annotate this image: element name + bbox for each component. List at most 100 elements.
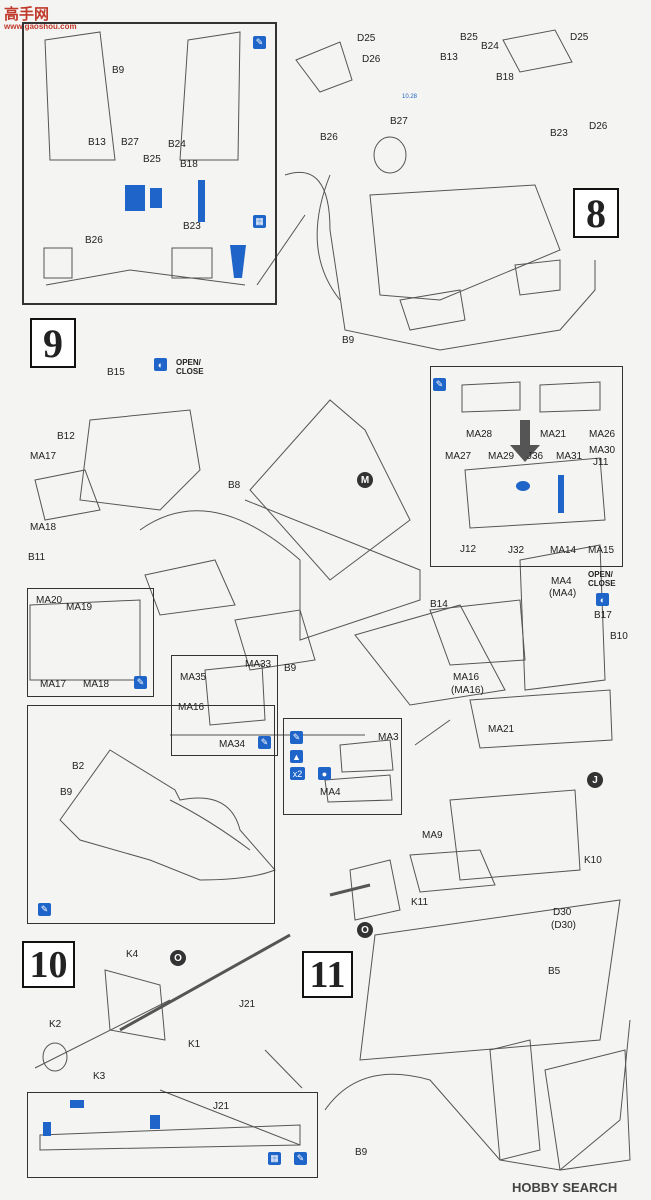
part-label: MA3 [378,732,399,743]
step-number-10: 10 [22,941,75,988]
step10-detail-panel [27,1092,318,1178]
part-label: J32 [508,545,525,556]
marker-o-icon: O [357,922,373,938]
part-label: B26 [320,132,338,143]
paint-brush-icon: ✎ [294,1152,307,1165]
part-label: D26 [589,121,608,132]
decal-icon: ▦ [268,1152,281,1165]
part-label: B10 [610,631,628,642]
part-label: MA17 [40,679,67,690]
part-label: MA20 [36,595,63,606]
part-label: D25 [570,32,589,43]
part-label: MA21 [540,429,567,440]
part-label: B23 [550,128,568,139]
paint-brush-icon: ✎ [253,36,266,49]
part-label: B9 [342,335,355,346]
paint-brush-icon: ✎ [134,676,147,689]
dimension-note: 10.28 [402,94,418,100]
part-label: MA21 [488,724,515,735]
quantity-badge: x2 [290,767,305,780]
step-number-11: 11 [302,951,353,998]
part-label: B5 [548,966,561,977]
paint-brush-icon: ✎ [38,903,51,916]
open-close-icon: ◐ [596,593,609,606]
part-label: B15 [107,367,125,378]
part-label: B9 [284,663,297,674]
part-label: K11 [411,897,429,908]
marker-o-icon: O [170,950,186,966]
step-number-9: 9 [30,318,76,368]
water-drop-icon: ● [318,767,331,780]
part-label: (MA16) [451,685,484,696]
open-close-label: OPEN/ CLOSE [176,358,204,376]
step9-detail-panel [430,366,623,567]
part-label: MA16 [453,672,480,683]
part-label: MA29 [488,451,515,462]
part-label: B24 [168,139,186,150]
watermark-url: www.gaoshou.com [4,22,77,31]
part-label: B25 [143,154,161,165]
part-label: J21 [239,999,256,1010]
part-label: MA35 [180,672,207,683]
part-label: K10 [584,855,602,866]
part-label: B9 [112,65,125,76]
part-label: B18 [496,72,514,83]
open-close-icon: ◐ [154,358,167,371]
part-label: B23 [183,221,201,232]
part-label: (MA4) [549,588,577,599]
part-label: B2 [72,761,85,772]
part-label: J36 [527,451,544,462]
part-label: MA27 [445,451,472,462]
part-label: B9 [60,787,73,798]
part-label: MA16 [178,702,205,713]
part-label: MA17 [30,451,57,462]
part-label: K1 [188,1039,201,1050]
part-label: K2 [49,1019,62,1030]
part-label: B11 [28,552,46,563]
part-label: MA9 [422,830,443,841]
part-label: D26 [362,54,381,65]
step9-lower-panel [27,705,275,924]
part-label: D30 [553,907,572,918]
part-label: B12 [57,431,75,442]
marker-j-icon: J [587,772,603,788]
part-label: MA33 [245,659,272,670]
part-label: (D30) [551,920,577,931]
step8-inset-panel [22,22,277,305]
part-label: MA18 [83,679,110,690]
part-label: K3 [93,1071,106,1082]
paint-brush-icon: ✎ [258,736,271,749]
part-label: B27 [390,116,408,127]
part-label: MA15 [588,545,615,556]
part-label: J21 [213,1101,230,1112]
part-label: K4 [126,949,139,960]
part-label: B13 [88,137,106,148]
part-label: B8 [228,480,241,491]
watermark-logo: 高手网 [4,6,50,23]
part-label: J12 [460,544,477,555]
step9-subpanel-decal [283,718,402,815]
part-label: B17 [594,610,612,621]
step-number-8: 8 [573,188,619,238]
part-label: MA14 [550,545,577,556]
part-label: B26 [85,235,103,246]
part-label: MA19 [66,602,93,613]
part-label: D25 [357,33,376,44]
paint-brush-icon: ✎ [433,378,446,391]
part-label: MA34 [219,739,246,750]
part-label: MA4 [320,787,341,798]
part-label: MA18 [30,522,57,533]
open-close-label: OPEN/ CLOSE [588,570,616,588]
part-label: B13 [440,52,458,63]
watermark-hobbysearch: HOBBY SEARCH [512,1180,618,1195]
marker-m-icon: M [357,472,373,488]
paint-brush-icon: ✎ [290,731,303,744]
part-label: J11 [593,457,609,468]
part-label: MA31 [556,451,583,462]
part-label: MA26 [589,429,616,440]
part-label: B27 [121,137,139,148]
part-label: B24 [481,41,499,52]
part-label: MA4 [551,576,572,587]
step9-subpanel-boxes [27,588,154,697]
